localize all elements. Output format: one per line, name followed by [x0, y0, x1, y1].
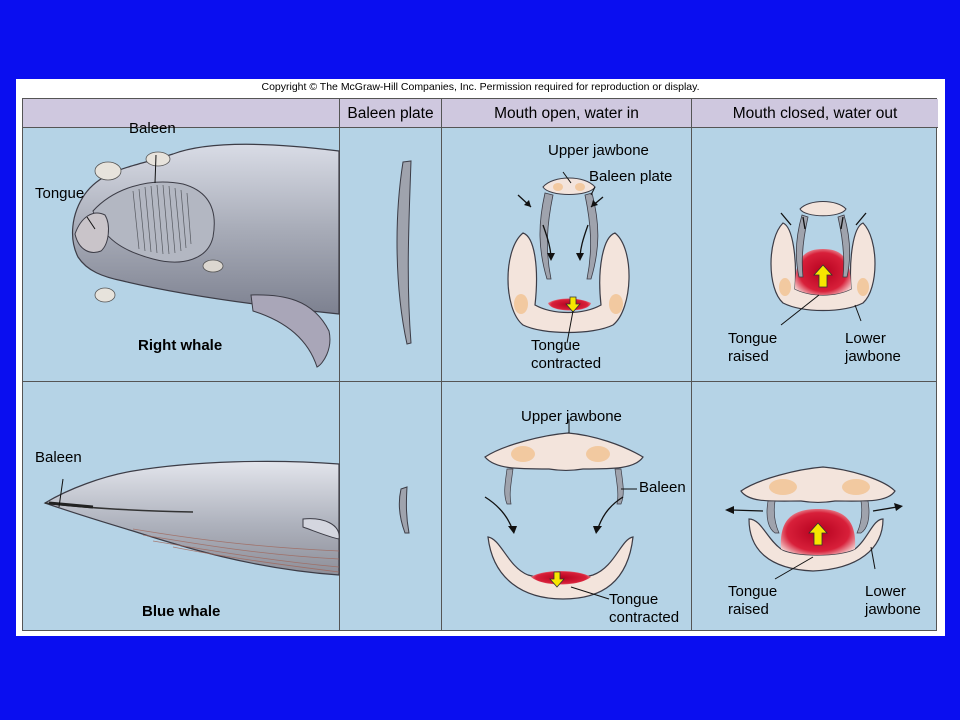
slide: Copyright © The McGraw-Hill Companies, I…	[16, 79, 945, 636]
right-whale-tongue-label: Tongue	[35, 185, 85, 202]
right-whale-mouth-closed-diagram	[770, 201, 876, 312]
right-whale-baleen-label: Baleen	[129, 120, 176, 137]
grid-divider	[691, 99, 692, 630]
bw-open-tongue-label: Tongue	[609, 591, 659, 608]
blue-whale-mouth-closed-diagram	[725, 466, 903, 572]
bw-closed-tongue-label: Tongue	[728, 583, 778, 600]
bw-open-baleen-label: Baleen	[639, 479, 686, 496]
copyright-notice: Copyright © The McGraw-Hill Companies, I…	[261, 81, 700, 93]
rw-open-contracted-label: contracted	[531, 355, 602, 372]
header-mouth-open: Mouth open, water in	[442, 99, 692, 128]
rw-open-tongue-label: Tongue	[531, 337, 581, 354]
header-mouth-closed: Mouth closed, water out	[692, 99, 938, 128]
header-baleen-plate: Baleen plate	[340, 99, 442, 128]
blue-whale-name: Blue whale	[142, 603, 221, 620]
rw-closed-tongue-label: Tongue	[728, 330, 778, 347]
blue-whale-baleen-plate	[398, 486, 410, 534]
bw-closed-lower-label: Lower	[865, 583, 906, 600]
whale-feeding-figure: Baleen plate Mouth open, water in Mouth …	[22, 98, 938, 631]
right-whale-baleen-plate	[396, 160, 412, 345]
rw-closed-lower-label: Lower	[845, 330, 886, 347]
bw-closed-raised-label: raised	[728, 601, 769, 618]
rw-open-baleen-plate-label: Baleen plate	[589, 168, 673, 185]
rw-closed-jawbone-label: jawbone	[845, 348, 901, 365]
bw-closed-jawbone-label: jawbone	[865, 601, 921, 618]
grid-divider	[339, 99, 340, 630]
bw-open-upper-jawbone-label: Upper jawbone	[521, 408, 622, 425]
blue-whale-illustration	[43, 460, 340, 576]
right-whale-illustration	[72, 143, 340, 368]
rw-open-upper-jawbone-label: Upper jawbone	[548, 142, 649, 159]
right-whale-name: Right whale	[138, 337, 223, 354]
illustration-layer	[43, 143, 903, 600]
rw-closed-raised-label: raised	[728, 348, 769, 365]
blue-whale-mouth-open-diagram	[484, 432, 644, 600]
header-empty-cell	[23, 99, 340, 128]
blue-whale-baleen-label: Baleen	[35, 449, 82, 466]
grid-divider	[441, 99, 442, 630]
bw-open-contracted-label: contracted	[609, 609, 680, 626]
right-whale-mouth-open-diagram	[507, 177, 630, 334]
row-divider	[23, 381, 936, 382]
